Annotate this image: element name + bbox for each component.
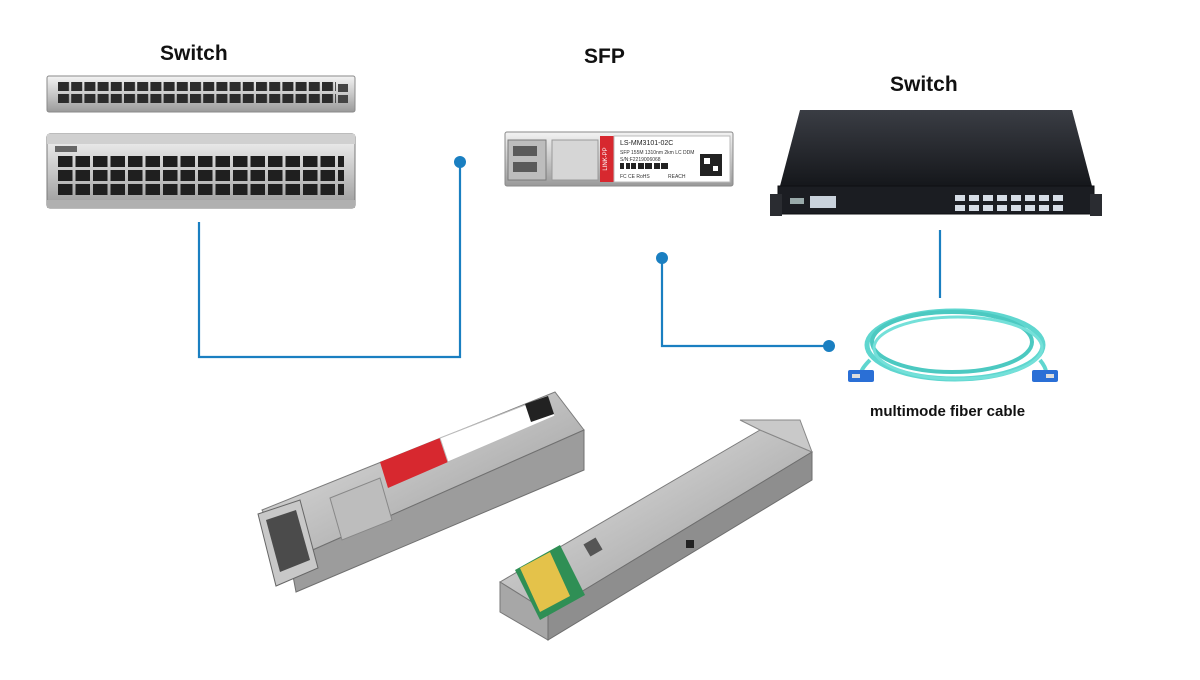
- connector-lines: [197, 156, 942, 359]
- sfp-marks: FC CE RoHS: [620, 174, 650, 180]
- lc-connector-right-icon: [1032, 370, 1058, 382]
- connector-line-left: [197, 162, 462, 359]
- switch-left-label: Switch: [160, 42, 228, 65]
- sfp-brand-label: LINK-PP: [603, 147, 609, 170]
- sfp-label: SFP: [584, 45, 625, 68]
- sfp-reach: REACH: [668, 174, 686, 180]
- sfp-spec: SFP 155M 1310nm 2km LC DDM: [620, 150, 694, 156]
- switch-right-label: Switch: [890, 73, 958, 96]
- network-switch-icon: [46, 75, 356, 113]
- lc-connector-left-icon: [848, 370, 874, 382]
- qr-code-icon: [700, 154, 722, 176]
- sfp-transceiver-icon: LINK-PP LS-MM3101-02C SFP 155M 1310nm 2k…: [504, 131, 734, 187]
- connector-dot-left: [454, 156, 466, 168]
- barcode-icon: [620, 163, 668, 169]
- connector-dot-middle-right: [823, 340, 835, 352]
- large-switch-icon: [46, 133, 356, 209]
- sfp-module-back-view-icon: [499, 419, 814, 641]
- rack-switch-icon: [770, 110, 1102, 216]
- sfp-serial: S/N:F2219006068: [620, 157, 661, 163]
- connector-dot-middle-top: [656, 252, 668, 264]
- sfp-module-front-view-icon: [257, 391, 585, 593]
- fiber-cable-label: multimode fiber cable: [870, 403, 1026, 420]
- fiber-cable-icon: [848, 308, 1058, 382]
- sfp-part-number: LS-MM3101-02C: [620, 140, 673, 147]
- connector-line-middle: [660, 258, 829, 348]
